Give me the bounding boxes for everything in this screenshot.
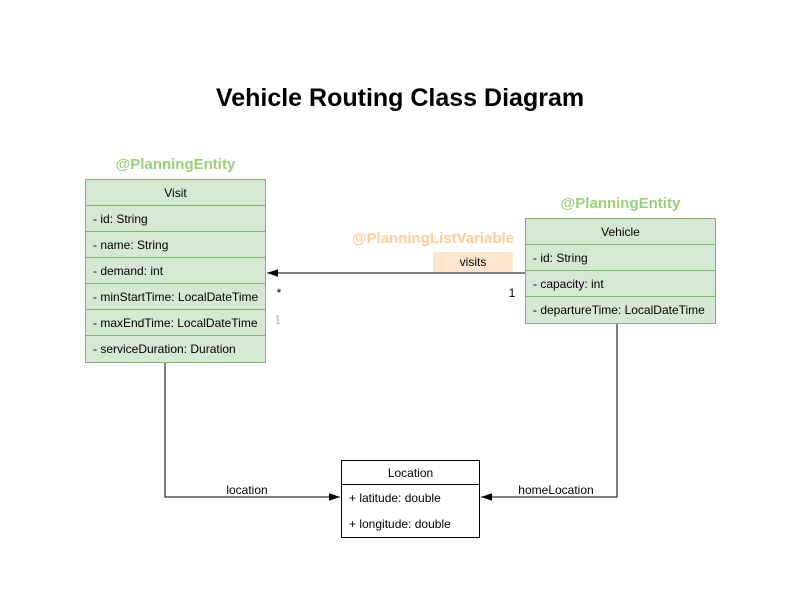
- visits-secondary-multiplicity: 1: [274, 313, 282, 327]
- class-location: Location + latitude: double + longitude:…: [341, 460, 480, 538]
- class-vehicle-attribute: - id: String: [526, 245, 715, 271]
- class-visit-title: Visit: [86, 180, 265, 206]
- class-vehicle: Vehicle - id: String - capacity: int - d…: [525, 218, 716, 324]
- visits-edge-label: visits: [433, 252, 513, 272]
- planning-list-variable-annotation: @PlanningListVariable: [351, 230, 515, 247]
- class-visit-attribute: - minStartTime: LocalDateTime: [86, 284, 265, 310]
- class-location-attribute: + latitude: double: [349, 491, 441, 505]
- visit-planning-entity-annotation: @PlanningEntity: [115, 156, 236, 173]
- visits-multiplicity-many: *: [276, 286, 282, 300]
- class-visit-attribute: - serviceDuration: Duration: [93, 342, 236, 356]
- edge-home-location: [481, 322, 618, 501]
- class-visit-attribute: - demand: int: [86, 258, 265, 284]
- vehicle-planning-entity-annotation: @PlanningEntity: [560, 195, 681, 212]
- class-visit: Visit - id: String - name: String - dema…: [85, 179, 266, 363]
- visits-multiplicity-one: 1: [508, 286, 516, 300]
- class-vehicle-attribute: - departureTime: LocalDateTime: [533, 303, 705, 317]
- class-location-attribute: + longitude: double: [349, 517, 451, 531]
- class-visit-attribute: - id: String: [86, 206, 265, 232]
- edge-location: [164, 361, 340, 501]
- class-location-title: Location: [342, 461, 479, 485]
- class-vehicle-attribute: - capacity: int: [526, 271, 715, 297]
- class-visit-attribute: - maxEndTime: LocalDateTime: [86, 310, 265, 336]
- home-location-edge-label: homeLocation: [518, 483, 594, 497]
- class-visit-attribute: - name: String: [86, 232, 265, 258]
- location-edge-label: location: [226, 483, 268, 497]
- class-vehicle-title: Vehicle: [526, 219, 715, 245]
- diagram-title: Vehicle Routing Class Diagram: [215, 84, 585, 112]
